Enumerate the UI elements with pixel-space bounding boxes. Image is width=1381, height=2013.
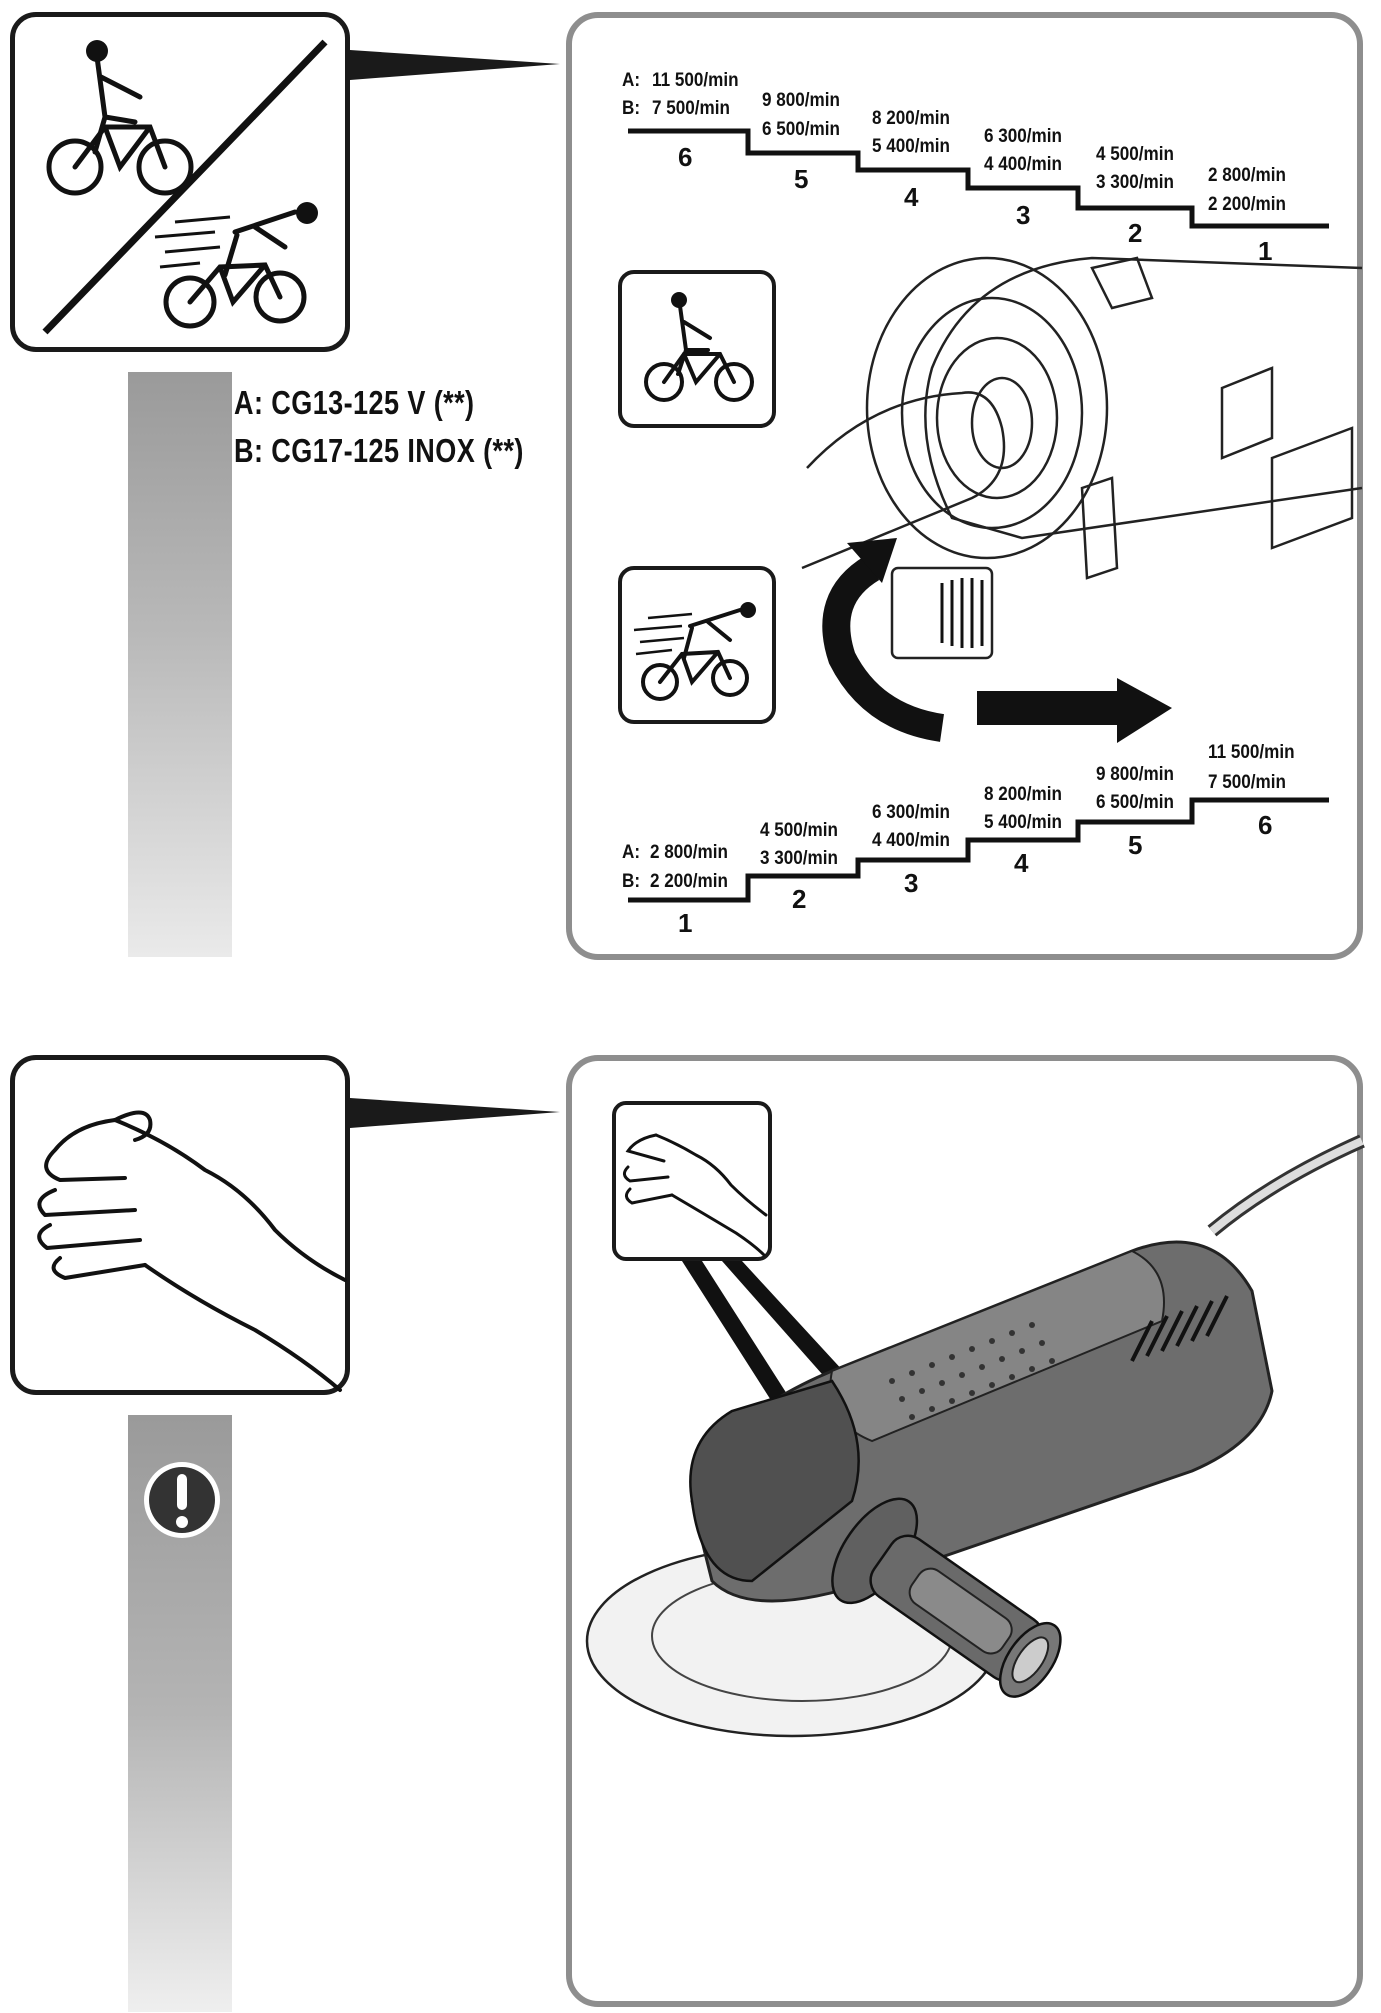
bottom-step4-a: 8 200/min: [984, 784, 1062, 805]
top-step4-b: 5 400/min: [872, 136, 950, 157]
slow-icon-box: [618, 270, 776, 428]
slow-cyclist-icon: [644, 292, 754, 402]
bottom-step6-b: 7 500/min: [1208, 772, 1286, 793]
model-a-label: A: CG13-125 V (**): [234, 384, 475, 421]
top-staircase: [628, 128, 1329, 229]
model-b-label: B: CG17-125 INOX (**): [234, 432, 524, 469]
top-step2-b: 3 300/min: [1096, 172, 1174, 193]
top-step3-a: 6 300/min: [984, 126, 1062, 147]
top-step1-b: 2 200/min: [1208, 194, 1286, 215]
top-prefix-b: B:: [622, 98, 641, 119]
speed-dial-panel: A: B: 11 500/min 7 500/min 6 9 800/min 6…: [566, 12, 1363, 960]
bottom-prefix-a: A:: [622, 842, 641, 863]
bottom-step5-b: 6 500/min: [1096, 792, 1174, 813]
top-step5-num: 5: [794, 164, 809, 194]
small-hand-icon-box: [612, 1101, 772, 1261]
top-step3-num: 3: [1016, 200, 1031, 230]
bottom-step6-num: 6: [1258, 810, 1273, 840]
bottom-prefix-b: B:: [622, 871, 641, 892]
top-step2-a: 4 500/min: [1096, 144, 1174, 165]
bottom-step1-num: 1: [678, 908, 693, 938]
top-step6-num: 6: [678, 142, 693, 172]
speed-dial-illustration: [801, 256, 1363, 743]
info-strip: [128, 372, 232, 957]
angle-grinder-illustration: [585, 1134, 1365, 1738]
top-step5-a: 9 800/min: [762, 90, 840, 111]
top-step5-b: 6 500/min: [762, 119, 840, 140]
bottom-step6-a: 11 500/min: [1208, 742, 1295, 763]
callout-pointer-2: [350, 1098, 560, 1128]
top-step6-a: 11 500/min: [652, 70, 739, 91]
bottom-step1-a: 2 800/min: [650, 842, 728, 863]
top-step4-a: 8 200/min: [872, 108, 950, 129]
top-step1-a: 2 800/min: [1208, 165, 1286, 186]
top-step2-num: 2: [1128, 218, 1143, 248]
bottom-step5-num: 5: [1128, 830, 1143, 860]
top-step6-b: 7 500/min: [652, 98, 730, 119]
bottom-step2-num: 2: [792, 884, 807, 914]
top-step4-num: 4: [904, 182, 919, 212]
fast-cyclist-icon: [633, 602, 756, 701]
bottom-step5-a: 9 800/min: [1096, 764, 1174, 785]
bottom-step3-a: 6 300/min: [872, 802, 950, 823]
top-step1-num: 1: [1258, 236, 1273, 266]
bottom-step1-b: 2 200/min: [650, 871, 728, 892]
hand-icon-box: [10, 1055, 350, 1395]
grip-panel: [566, 1055, 1365, 2007]
bottom-step3-b: 4 400/min: [872, 830, 950, 851]
bottom-staircase: [628, 797, 1329, 903]
bottom-step4-b: 5 400/min: [984, 812, 1062, 833]
hand-icon: [37, 1110, 347, 1392]
callout-pointer: [350, 50, 560, 80]
bottom-step3-num: 3: [904, 868, 919, 898]
hand-icon-small: [623, 1133, 768, 1257]
bottom-step2-b: 3 300/min: [760, 848, 838, 869]
bottom-step4-num: 4: [1014, 848, 1029, 878]
slow-fast-cyclist-icon: [42, 39, 328, 335]
speed-comparison-icon-box: [10, 12, 350, 352]
bottom-step2-a: 4 500/min: [760, 820, 838, 841]
exclamation-icon: [144, 1462, 220, 1538]
top-prefix-a: A:: [622, 70, 641, 91]
top-step3-b: 4 400/min: [984, 154, 1062, 175]
fast-icon-box: [618, 566, 776, 724]
